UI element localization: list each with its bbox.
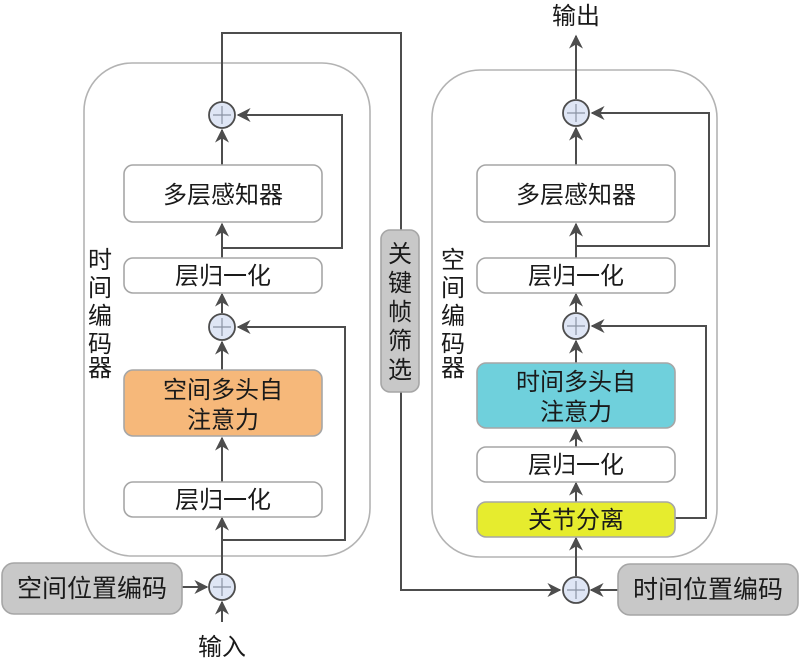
svg-text:关: 关 [388,240,412,268]
svg-text:选: 选 [388,356,412,384]
svg-text:时: 时 [88,246,112,274]
left-layernorm-bottom-box [123,481,323,518]
right-skip-2 [576,106,710,247]
right-attention-box [476,362,676,429]
svg-text:器: 器 [441,354,465,382]
left-layernorm-top-label: 层归一化 [175,262,271,290]
spatial-encoder-panel [431,69,718,558]
left-attention-box [123,369,323,437]
spatial-encoder-label: 空 间 编 码 器 [441,246,465,382]
svg-text:间: 间 [88,274,112,302]
keyframe-to-right [400,392,562,597]
left-top-add-icon [208,101,236,129]
svg-text:编: 编 [441,302,465,330]
temporal-encoder-label: 时 间 编 码 器 [88,246,112,382]
left-skip-1 [222,320,346,541]
svg-text:空: 空 [441,246,465,274]
svg-text:间: 间 [441,274,465,302]
right-mid-add-icon [562,312,590,340]
right-skip-1 [590,319,707,519]
left-attention-label-2: 注意力 [187,406,259,434]
svg-text:帧: 帧 [388,298,412,326]
input-label: 输入 [198,633,246,661]
svg-text:码: 码 [88,330,112,358]
left-layernorm-top-box [123,257,323,294]
right-mlp-box [476,164,676,223]
right-top-add-icon [562,99,590,127]
svg-text:码: 码 [441,330,465,358]
joint-separation-label: 关节分离 [528,506,624,534]
left-to-keyframe [221,32,402,230]
svg-text:键: 键 [388,269,412,297]
right-layernorm-bottom-box [476,446,676,483]
left-mlp-box [123,164,323,223]
right-attention-label-2: 注意力 [540,398,612,426]
right-attention-label-1: 时间多头自 [516,368,636,396]
svg-text:器: 器 [88,354,112,382]
temporal-encoder-panel [83,62,371,557]
right-layernorm-top-label: 层归一化 [528,262,624,290]
left-bottom-add-icon [208,573,236,601]
left-mlp-label: 多层感知器 [163,181,283,209]
right-mlp-label: 多层感知器 [516,181,636,209]
temporal-pos-encoding-box [617,563,799,616]
left-skip-2 [222,108,343,249]
svg-text:编: 编 [88,302,112,330]
keyframe-filter-label: 关 键 帧 筛 选 [388,240,412,384]
spatial-pos-encoding-label: 空间位置编码 [17,574,167,603]
left-mid-add-icon [208,313,236,341]
joint-separation-box [476,501,676,538]
left-layernorm-bottom-label: 层归一化 [175,486,271,514]
right-bottom-add-icon [562,576,590,604]
spatial-pos-encoding-box [1,562,183,615]
svg-text:筛: 筛 [388,327,412,355]
left-attention-label-1: 空间多头自 [163,376,283,404]
output-label: 输出 [552,2,600,30]
right-layernorm-top-box [476,257,676,294]
temporal-pos-encoding-label: 时间位置编码 [633,575,783,604]
keyframe-filter-box [380,229,420,393]
right-layernorm-bottom-label: 层归一化 [528,451,624,479]
